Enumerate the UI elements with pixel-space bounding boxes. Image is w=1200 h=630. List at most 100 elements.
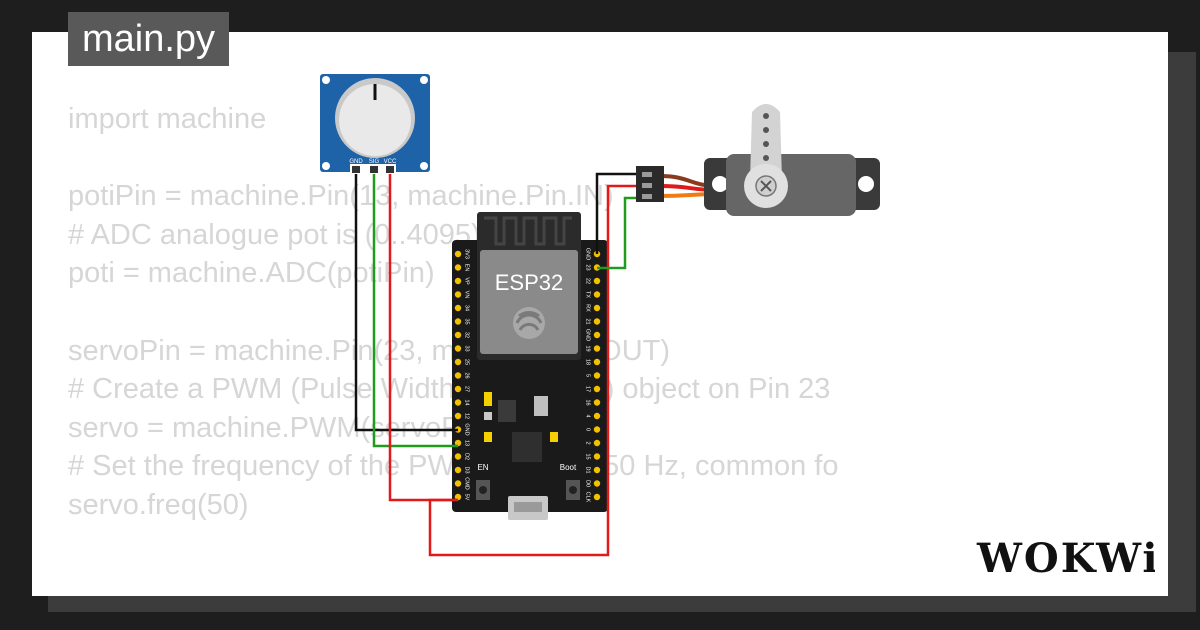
- pin-header-pin[interactable]: [454, 480, 462, 487]
- pin-label: GND: [464, 423, 470, 435]
- pin-label: 26: [464, 372, 470, 378]
- pin-header-pin[interactable]: [593, 466, 601, 474]
- pin-header-pin[interactable]: [593, 453, 601, 460]
- pin-label: 34: [464, 305, 470, 311]
- pin-label: GND: [585, 329, 591, 341]
- pin-label: 4: [585, 414, 591, 417]
- pin-label: 22: [585, 278, 591, 284]
- pot-pin-label: GND: [349, 159, 363, 165]
- rf-shield: [480, 250, 578, 354]
- pin-header-pin[interactable]: [593, 358, 601, 366]
- pin-label: D3: [464, 466, 470, 473]
- pin-header-pin[interactable]: [593, 304, 601, 312]
- pin-label: GND: [585, 248, 591, 260]
- file-tab-label: main.py: [82, 18, 216, 60]
- pin-header-pin[interactable]: [454, 318, 462, 325]
- potentiometer[interactable]: GND SIG VCC: [320, 74, 430, 174]
- pin-header-pin[interactable]: [454, 466, 462, 474]
- pin-header-pin[interactable]: [454, 493, 462, 501]
- servo-motor[interactable]: [636, 104, 880, 216]
- esp32-label: ESP32: [495, 270, 564, 295]
- pin-label: 18: [585, 359, 591, 365]
- pin-header-pin[interactable]: [454, 264, 462, 271]
- pin-header-pin[interactable]: [593, 385, 601, 393]
- pin-label: 27: [464, 386, 470, 392]
- resistor: [484, 412, 492, 420]
- pin-header-pin[interactable]: [593, 331, 601, 339]
- pin-label: 35: [464, 318, 470, 324]
- pin-header-pin[interactable]: [593, 372, 601, 379]
- pin-label: 17: [585, 386, 591, 392]
- pin-label: 15: [585, 453, 591, 459]
- wire-gnd-servo: [595, 172, 640, 254]
- pin-header-pin[interactable]: [454, 412, 462, 420]
- pin-header-pin[interactable]: [593, 318, 601, 325]
- pin-header-pin[interactable]: [454, 277, 462, 285]
- wokwi-logo-text: WOKWi: [976, 535, 1155, 582]
- pin-header-pin[interactable]: [454, 453, 462, 460]
- pin-label: 33: [464, 345, 470, 351]
- pin-header-pin[interactable]: [593, 426, 601, 433]
- pin-header-pin[interactable]: [593, 480, 601, 487]
- pin-label: 5: [585, 374, 591, 377]
- pin-header-pin[interactable]: [454, 439, 462, 447]
- pin-header-pin[interactable]: [593, 399, 601, 406]
- pin-header-pin[interactable]: [454, 331, 462, 339]
- pin-header-pin[interactable]: [454, 399, 462, 406]
- pin-label: 19: [585, 345, 591, 351]
- capacitor: [484, 392, 492, 406]
- pin-label: RX: [585, 304, 591, 312]
- wires: [354, 168, 640, 557]
- wire-gnd-pot: [354, 168, 458, 432]
- pin-header-pin[interactable]: [454, 291, 462, 298]
- pin-label: 25: [464, 359, 470, 365]
- pin-label: D2: [464, 453, 470, 460]
- en-button-label: EN: [477, 463, 488, 472]
- usb-uart-chip: [512, 432, 542, 462]
- pin-header-pin[interactable]: [593, 493, 601, 501]
- pin-header-pin[interactable]: [593, 345, 601, 352]
- pin-label: D0: [585, 480, 591, 487]
- boot-button-label: Boot: [560, 463, 577, 472]
- pot-pin-label: SIG: [369, 159, 380, 165]
- pin-header-pin[interactable]: [593, 277, 601, 285]
- pin-header-pin[interactable]: [593, 439, 601, 447]
- code-line: servo.freq(50): [68, 488, 249, 521]
- code-line: import machine: [68, 103, 267, 135]
- pin-header-pin[interactable]: [454, 250, 462, 258]
- pin-label: 5V: [464, 494, 470, 501]
- esp32-board[interactable]: ESP32 EN Boot 3V3ENVPVN34353233252627141…: [452, 212, 608, 520]
- diode: [534, 396, 548, 416]
- code-line: poti = machine.ADC(potiPin): [68, 257, 435, 290]
- capacitor: [484, 432, 492, 442]
- pin-header-pin[interactable]: [454, 358, 462, 366]
- pin-label: D1: [585, 466, 591, 473]
- pin-header-pin[interactable]: [593, 412, 601, 420]
- pin-label: 16: [585, 399, 591, 405]
- regulator: [498, 400, 516, 422]
- pin-header-pin[interactable]: [593, 291, 601, 298]
- pin-label: 12: [464, 413, 470, 419]
- pin-header-pin[interactable]: [454, 345, 462, 352]
- wire-sig-pot: [372, 168, 458, 448]
- wire-signal-servo: [597, 196, 640, 270]
- pot-pin-label: VCC: [384, 159, 397, 165]
- wokwi-logo-icon: WOKWi: [976, 535, 1155, 582]
- code-line: servo = machine.PWM(servoPin): [68, 411, 493, 444]
- file-tab[interactable]: main.py: [68, 12, 230, 66]
- pin-header-pin[interactable]: [454, 385, 462, 393]
- espressif-logo-icon: [513, 307, 545, 339]
- pin-label: 23: [585, 264, 591, 270]
- pin-label: VN: [464, 291, 470, 299]
- pot-knob[interactable]: [339, 84, 411, 156]
- left-pin-header: 3V3ENVPVN343532332526271412GND13D2D3CMD5…: [454, 249, 470, 501]
- pin-label: TX: [585, 291, 591, 298]
- pin-label: 3V3: [464, 249, 470, 259]
- pin-header-pin[interactable]: [454, 304, 462, 312]
- code-line: potiPin = machine.Pin(13, machine.Pin.IN…: [68, 180, 614, 213]
- pin-header-pin[interactable]: [454, 372, 462, 379]
- code-line: # ADC analogue pot is (0..4095): [68, 218, 481, 251]
- wire-vcc-servo: [428, 184, 640, 557]
- pin-label: CLK: [585, 492, 591, 503]
